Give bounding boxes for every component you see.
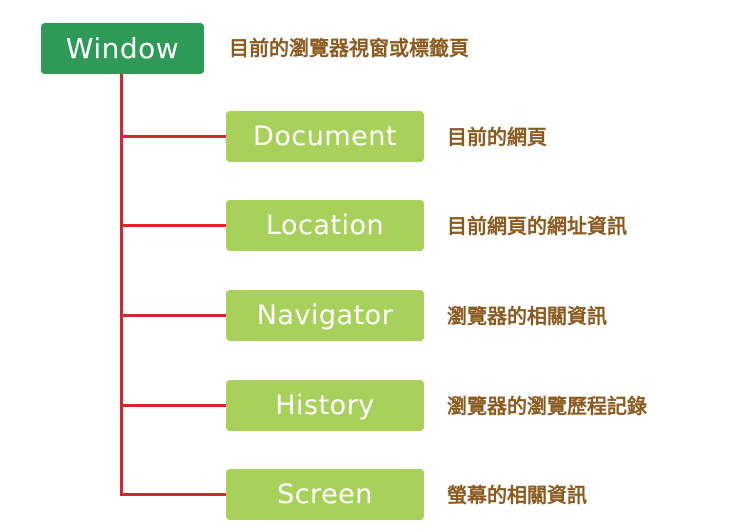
child-node-description: 目前網頁的網址資訊: [447, 214, 627, 238]
child-node-description: 瀏覽器的瀏覽歷程記錄: [447, 394, 647, 418]
branch-connector-navigator: [120, 314, 226, 317]
root-node-label: Window: [65, 32, 180, 65]
branch-connector-screen: [120, 493, 226, 496]
child-node-label: History: [275, 390, 375, 421]
child-node-history: History: [226, 380, 424, 431]
child-node-label: Document: [253, 121, 397, 152]
child-node-screen: Screen: [226, 469, 424, 520]
child-node-label: Screen: [277, 479, 373, 510]
root-node-window: Window: [41, 23, 204, 74]
child-node-label: Navigator: [256, 300, 394, 331]
branch-connector-location: [120, 224, 226, 227]
trunk-connector: [120, 74, 123, 495]
child-node-document: Document: [226, 111, 424, 162]
child-node-description: 目前的網頁: [447, 125, 547, 149]
branch-connector-history: [120, 404, 226, 407]
child-node-label: Location: [265, 210, 385, 241]
branch-connector-document: [120, 135, 226, 138]
child-node-navigator: Navigator: [226, 290, 424, 341]
child-node-description: 瀏覽器的相關資訊: [447, 304, 607, 328]
child-node-description: 螢幕的相關資訊: [447, 483, 587, 507]
child-node-location: Location: [226, 200, 424, 251]
root-node-description: 目前的瀏覽器視窗或標籤頁: [229, 36, 469, 60]
